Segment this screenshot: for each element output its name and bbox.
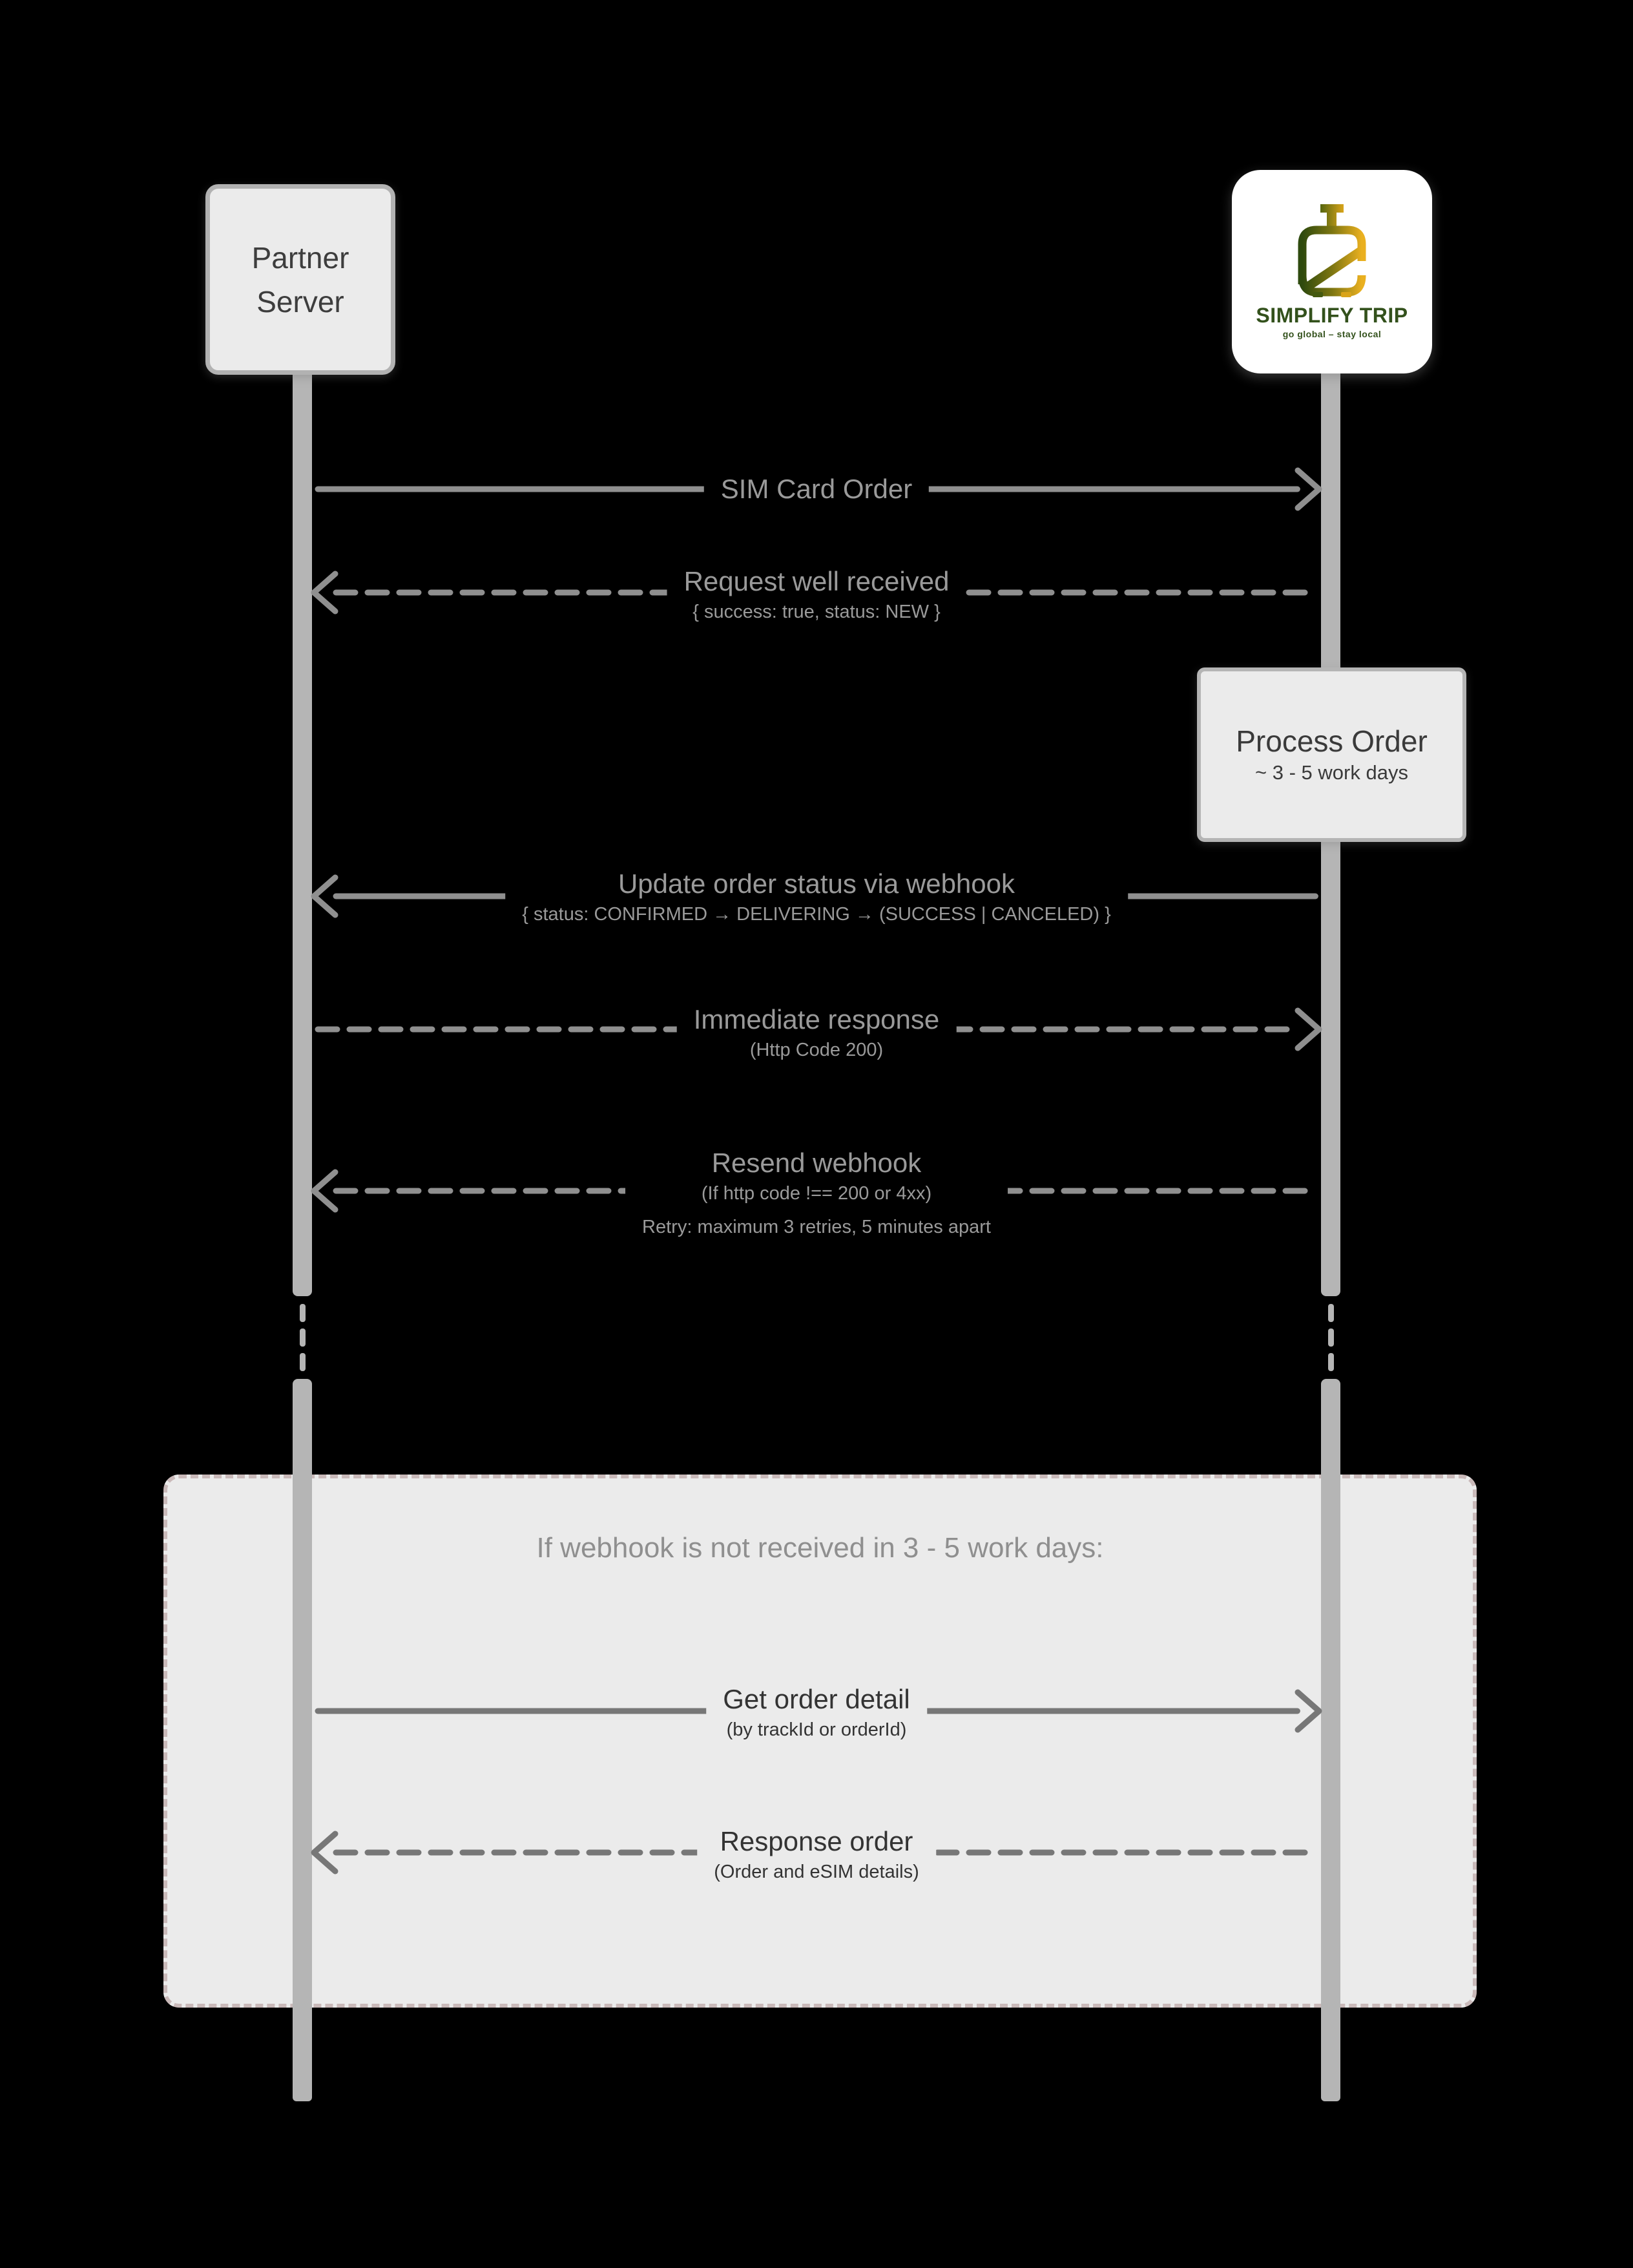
process-order-subtitle: ~ 3 - 5 work days (1255, 761, 1408, 784)
partner-lifeline-break-dash (300, 1304, 306, 1322)
arrowhead-left-icon (311, 1831, 338, 1874)
message-subtitle: (by trackId or orderId) (726, 1719, 907, 1740)
process-order-title: Process Order (1236, 724, 1428, 758)
partner-lifeline-break-dash (300, 1328, 306, 1347)
arrowhead-left-icon (311, 571, 338, 614)
message-title: SIM Card Order (720, 474, 913, 504)
process-order-box: Process Order ~ 3 - 5 work days (1197, 667, 1466, 842)
message-title: Immediate response (693, 1004, 940, 1034)
message-subtitle: Retry: maximum 3 retries, 5 minutes apar… (642, 1217, 991, 1237)
message-title: Response order (720, 1826, 913, 1856)
alt-condition-title: If webhook is not received in 3 - 5 work… (536, 1532, 1104, 1564)
brand-name: SIMPLIFY TRIP (1256, 304, 1408, 327)
arrowhead-right-icon (1295, 1689, 1322, 1733)
partner-label-line1: Partner (251, 240, 349, 275)
message-subtitle: (Order and eSIM details) (714, 1862, 919, 1882)
message-title: Request well received (683, 566, 950, 596)
partner-lifeline-break-dash (300, 1353, 306, 1371)
partner-lifeline-top-segment (293, 373, 312, 1296)
message-subtitle: (If http code !== 200 or 4xx) (701, 1183, 932, 1204)
simplify-lifeline-break-dash (1328, 1328, 1334, 1347)
message-subtitle: (Http Code 200) (749, 1040, 884, 1060)
simplify-lifeline-break-dash (1328, 1304, 1334, 1322)
simplify-lifeline-break-dash (1328, 1353, 1334, 1371)
message-subtitle: { success: true, status: NEW } (692, 602, 941, 622)
arrowhead-left-icon (311, 874, 338, 918)
message-title: Resend webhook (711, 1148, 922, 1178)
partner-server-box: Partner Server (205, 184, 395, 375)
arrowhead-right-icon (1295, 467, 1322, 511)
partner-label-line2: Server (256, 284, 344, 319)
message-subtitle: { status: CONFIRMED → DELIVERING → (SUCC… (522, 904, 1111, 925)
brand-tagline: go global – stay local (1282, 329, 1382, 339)
partner-lifeline-bottom-segment (293, 1379, 312, 2101)
suitcase-s-logo-icon (1298, 204, 1366, 297)
simplify-trip-box: SIMPLIFY TRIP go global – stay local (1232, 170, 1432, 373)
arrowhead-left-icon (311, 1169, 338, 1213)
message-title: Get order detail (723, 1684, 910, 1714)
message-title: Update order status via webhook (618, 868, 1015, 899)
arrowhead-right-icon (1295, 1007, 1322, 1051)
simplify-lifeline-bottom-segment (1321, 1379, 1340, 2101)
